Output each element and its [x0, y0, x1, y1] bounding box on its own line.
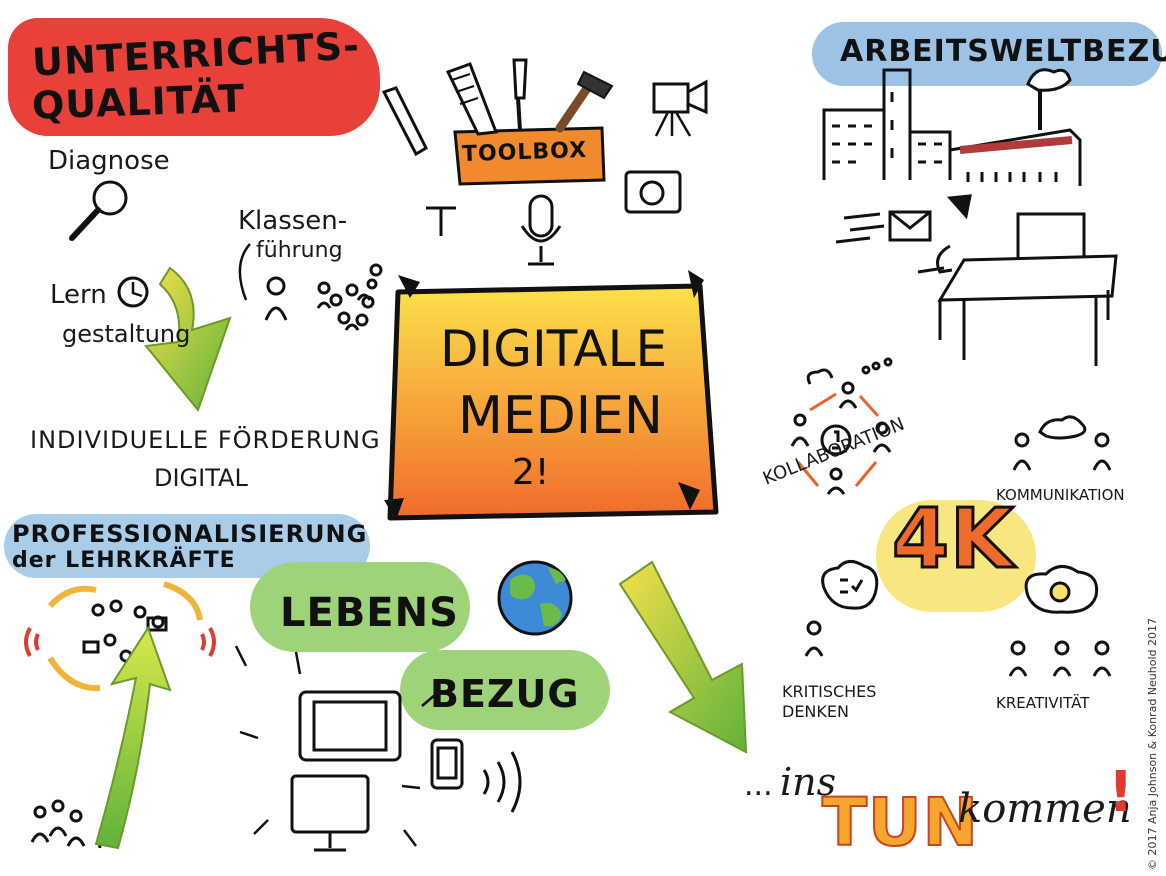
desk-computer [835, 194, 1118, 366]
ins-dots: ... [744, 768, 773, 803]
kritisches-label-1: KRITISCHES [782, 682, 877, 701]
tun-label: TUN [821, 783, 979, 862]
kommunikation-label: KOMMUNIKATION [996, 486, 1125, 504]
globe-drawing [497, 560, 573, 636]
center-poster [384, 270, 719, 521]
center-mark: 2! [512, 452, 550, 493]
city-drawing [822, 68, 1082, 186]
diagnose-label: Diagnose [48, 146, 170, 176]
lebens-label: LEBENS [280, 590, 459, 636]
tun-arrow [618, 560, 748, 754]
ins-label: ins [780, 760, 837, 804]
lern-label: Lern [50, 280, 107, 310]
lerngestaltung-arrow [144, 266, 232, 413]
klassenfuehrung-label-2: führung [256, 238, 343, 263]
kollaboration-group [790, 357, 893, 495]
individuelle-foerderung-label: INDIVIDUELLE FÖRDERUNG [30, 426, 381, 454]
toolbox-drawing [381, 58, 708, 266]
kreativitaet-group [1008, 565, 1112, 677]
gestaltung-label: gestaltung [62, 320, 191, 348]
digital-label: DIGITAL [154, 464, 248, 492]
devices-drawing [290, 690, 522, 852]
professionalisierung-arrow [94, 625, 172, 850]
kreativitaet-label: KREATIVITÄT [996, 694, 1090, 712]
kommunikation-group [1012, 415, 1112, 471]
bezug-label: BEZUG [430, 672, 580, 716]
arbeitsweltbezug-heading: ARBEITSWELTBEZUG [840, 34, 1166, 69]
arbeitsweltbezug-banner [812, 22, 1162, 86]
unterrichtsqualitaet-banner [8, 18, 380, 136]
diagnose-magnifier [69, 180, 128, 241]
professionalisierung-heading-1: PROFESSIONALISIERUNG [12, 520, 368, 548]
kritisches-denken-group [804, 560, 879, 657]
kommen-label: kommen [958, 786, 1132, 832]
digitale-label: DIGITALE [440, 320, 668, 378]
unterrichtsqualitaet-heading-2: QUALITÄT [31, 76, 246, 128]
bezug-banner [400, 650, 610, 730]
professionalisierung-heading-2: der LEHRKRÄFTE [12, 548, 236, 573]
lebens-banner [250, 562, 470, 652]
kritisches-label-2: DENKEN [782, 702, 849, 721]
klassenfuehrung-people [264, 263, 383, 331]
clock-drawing [117, 276, 149, 308]
kollaboration-arrows [796, 392, 880, 487]
burst-lines [234, 645, 437, 847]
klassenfuehrung-label-1: Klassen- [238, 206, 348, 236]
toolbox-label: TOOLBOX [461, 137, 588, 168]
exclaim-label: ! [1108, 760, 1135, 825]
medien-label: MEDIEN [458, 386, 663, 446]
four-k-glow [876, 500, 1036, 612]
four-k-label: 4K [891, 491, 1016, 589]
credit-text: © 2017 Anja Johnson & Konrad Neuhold 201… [1146, 617, 1159, 870]
